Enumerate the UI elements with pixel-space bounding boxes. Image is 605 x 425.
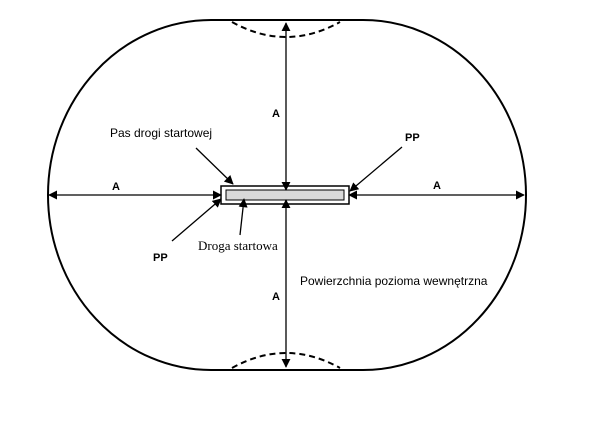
label-a-top: A (272, 108, 280, 120)
label-a-right: A (433, 180, 441, 192)
label-pp-left: PP (153, 252, 168, 264)
inner-horizontal-surface-boundary (47, 19, 527, 371)
label-pp-right: PP (405, 132, 420, 144)
label-a-left: A (112, 181, 120, 193)
leader-runway (238, 198, 248, 236)
top-dashed-curve (231, 21, 341, 38)
label-a-bottom: A (272, 291, 280, 303)
leader-pp-left (171, 198, 222, 242)
leader-pp-right (349, 146, 403, 192)
label-inner-horizontal-surface: Powierzchnia pozioma wewnętrzna (300, 274, 488, 288)
label-runway: Droga startowa (198, 238, 278, 253)
leader-runway-strip (195, 147, 234, 185)
runway (225, 189, 345, 201)
label-runway-strip: Pas drogi startowej (110, 126, 212, 140)
bottom-dashed-curve (231, 352, 341, 369)
